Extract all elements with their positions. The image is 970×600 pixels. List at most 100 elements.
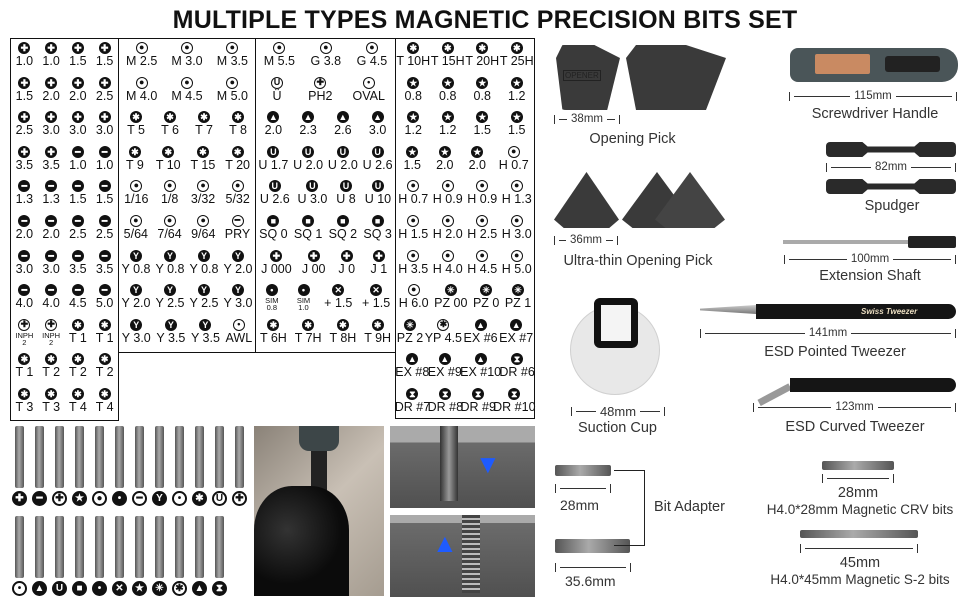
bits-table-row: ✱T 9✱T 10✱T 15✱T 20 bbox=[119, 143, 255, 178]
bit-cell: ★0.8 bbox=[402, 76, 424, 103]
spudger-image bbox=[826, 179, 956, 194]
torx-bit-icon: ✱ bbox=[71, 353, 84, 366]
bit-size-label: T 5 bbox=[127, 123, 145, 138]
bit-cell: ━1.3 bbox=[13, 180, 35, 206]
arrow-up-icon: ▲ bbox=[432, 528, 458, 558]
bit-cell: ●7/64 bbox=[157, 214, 182, 241]
arrow-down-icon: ▼ bbox=[475, 449, 501, 479]
bit-image bbox=[55, 426, 64, 488]
tri-bit-icon: ▲ bbox=[192, 581, 207, 596]
bit-size-label: J 0 bbox=[338, 261, 356, 276]
bit-size-label: T 2 bbox=[95, 365, 114, 380]
star-bit-icon: ★ bbox=[476, 76, 489, 89]
bits-table-2: ●M 2.5●M 3.0●M 3.5●M 4.0●M 4.5●M 5.0✱T 5… bbox=[118, 38, 256, 353]
curved-tweezer-dimension: 123mm bbox=[753, 401, 957, 413]
bit-size-label: 1.0 bbox=[95, 157, 114, 172]
star-bit-icon: ★ bbox=[406, 145, 419, 158]
bit-cell: ✱T 8H bbox=[329, 318, 356, 345]
bit-size-label: T 4 bbox=[68, 399, 87, 414]
bits-table-row: ★0.8★0.8★0.8★1.2 bbox=[396, 74, 534, 109]
star-bit-icon: ★ bbox=[407, 76, 420, 89]
dr-bit-icon: ⧗ bbox=[511, 353, 524, 366]
suction-cup-label: Suction Cup bbox=[578, 420, 657, 436]
bit-cell: ●M 4.5 bbox=[171, 76, 203, 103]
bits-table-row: ●M 4.0●M 4.5●M 5.0 bbox=[119, 74, 255, 109]
bit-cell: ✚3.0 bbox=[67, 111, 89, 137]
bit-cell: ✚1.5 bbox=[13, 76, 35, 103]
bit-cell: ✱T 4 bbox=[67, 387, 89, 414]
bits-table-row: ✱T 10H✱T 15H✱T 20H✱T 25H bbox=[396, 39, 534, 74]
tri-bit-icon: ▲ bbox=[336, 111, 349, 124]
bit-cell: ✱T 20 bbox=[225, 145, 250, 172]
bit-image bbox=[15, 426, 24, 488]
bit-cell: ━4.0 bbox=[40, 284, 62, 310]
bit-cell: ●M 3.0 bbox=[171, 42, 203, 68]
star-bit-icon: ★ bbox=[132, 581, 147, 596]
hex-bit-icon: ● bbox=[163, 180, 176, 193]
bits-table-row: ✚1.0✚1.0✚1.5✚1.5 bbox=[11, 39, 118, 74]
y-bit-icon: Y bbox=[199, 318, 212, 331]
star-bit-icon: ★ bbox=[510, 111, 523, 124]
bit-size-label: 1.2 bbox=[404, 123, 422, 138]
pry-bit-icon: ━ bbox=[132, 491, 147, 506]
bit-size-label: Y 3.5 bbox=[190, 330, 220, 345]
hex-bit-icon: ● bbox=[476, 249, 489, 262]
hex-bit-icon: ● bbox=[407, 249, 420, 262]
bit-size-label: 1.5 bbox=[508, 123, 526, 138]
bit-cell: ━5.0 bbox=[94, 284, 116, 310]
bit-cell: ★2.0 bbox=[434, 145, 456, 172]
bit-image bbox=[35, 516, 44, 578]
bit-cell: ✱T 1 bbox=[13, 353, 35, 379]
bit-size-label: T 2 bbox=[42, 365, 61, 380]
bit-cell: ●G 4.5 bbox=[357, 42, 387, 68]
bit-size-label: Y 0.8 bbox=[189, 261, 219, 276]
bit-size-label: SIM 0.8 bbox=[265, 296, 279, 313]
bit-cell: ▲EX #8 bbox=[395, 353, 429, 379]
m-bit-icon: ● bbox=[365, 42, 378, 54]
bit-cell: ✱T 25H bbox=[500, 42, 534, 68]
bit-cell: ●H 6.0 bbox=[399, 284, 429, 310]
tri-bit-icon: ▲ bbox=[32, 581, 47, 596]
ph-bit-icon: ✚ bbox=[45, 42, 58, 54]
bits-table-row: ⧗DR #7⧗DR #8⧗DR #9⧗DR #10 bbox=[395, 385, 536, 420]
bit-size-label: 1.2 bbox=[439, 123, 457, 138]
bit-cell: ✚PH2 bbox=[308, 76, 332, 103]
hex-bit-icon: ● bbox=[407, 284, 420, 297]
opening-pick-stack-image bbox=[626, 45, 726, 110]
bit-cell: ✚J 000 bbox=[261, 249, 292, 276]
bit-size-label: 5/64 bbox=[123, 226, 149, 241]
bit-size-label: 2.3 bbox=[299, 123, 317, 138]
bit-adapter-large-dimension bbox=[555, 563, 631, 572]
tri-bit-icon: ▲ bbox=[474, 353, 487, 366]
bit-size-label: T 9 bbox=[126, 157, 144, 172]
bit-cell: ●H 1.3 bbox=[502, 180, 532, 206]
bit-size-label: H 4.5 bbox=[467, 261, 498, 276]
bit-size-label: G 3.8 bbox=[310, 54, 342, 68]
bit-cell: ★1.5 bbox=[471, 111, 493, 137]
bit-cell: ✚1.5 bbox=[67, 42, 89, 68]
sq-bit-icon: ■ bbox=[302, 214, 315, 227]
bits-table-row: ✱T 3✱T 3✱T 4✱T 4 bbox=[11, 385, 118, 420]
bit-image bbox=[215, 516, 224, 578]
ph-bit-icon: ✚ bbox=[71, 42, 84, 54]
bit-cell: ■SQ 2 bbox=[329, 214, 357, 241]
bit-cell: ━4.5 bbox=[67, 284, 89, 310]
u-bit-icon: U bbox=[52, 581, 67, 596]
dr-bit-icon: ⧗ bbox=[472, 387, 485, 400]
bit-cell: ●H 2.0 bbox=[433, 214, 463, 241]
ph-bit-icon: ✚ bbox=[18, 76, 31, 89]
photo-screwdriver-in-use bbox=[254, 426, 384, 596]
pz-bit-icon: ✳ bbox=[444, 284, 457, 297]
hex-bit-icon: ● bbox=[231, 180, 244, 193]
y-bit-icon: Y bbox=[130, 249, 142, 262]
bit-size-label: SQ 1 bbox=[293, 226, 323, 241]
yp-bit-icon: ✱ bbox=[172, 581, 187, 596]
bit-size-label: 1.5 bbox=[95, 192, 114, 207]
bit-size-label: INPH 2 bbox=[42, 330, 61, 347]
bits-table-row: ●H 6.0✳PZ 00✳PZ 0✳PZ 1 bbox=[396, 281, 534, 316]
